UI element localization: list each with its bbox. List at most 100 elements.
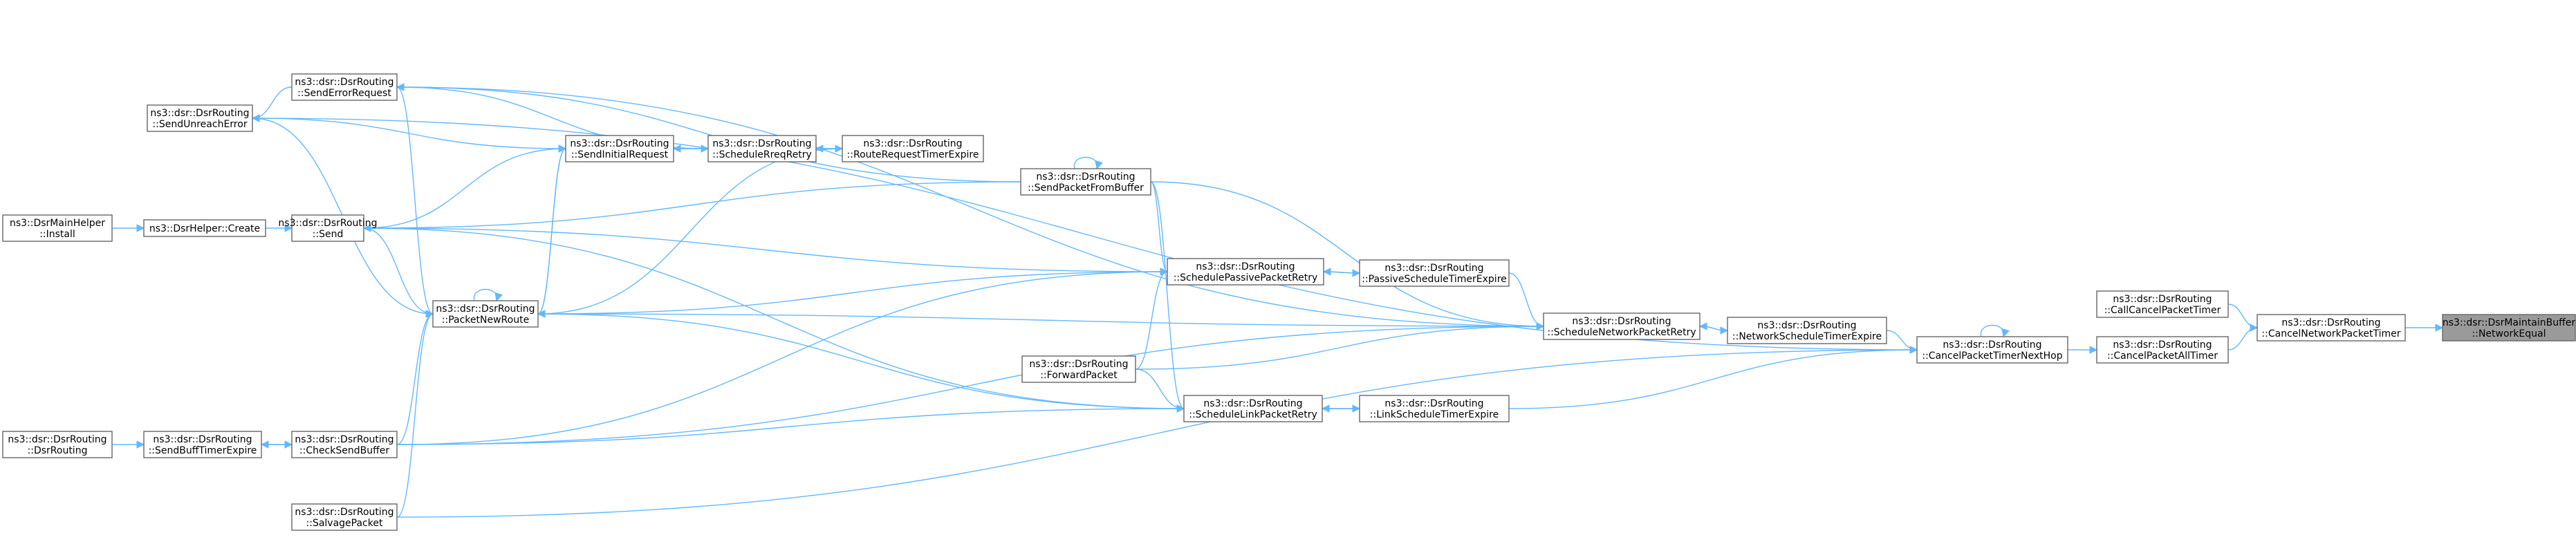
edge-send-to-sendinit xyxy=(363,144,567,229)
node-sendfrombuf[interactable]: ns3::dsr::DsrRouting::SendPacketFromBuff… xyxy=(1020,168,1151,196)
node-ctor[interactable]: ns3::dsr::DsrRouting::DsrRouting xyxy=(2,431,113,458)
node-label-line: ns3::dsr::DsrRouting xyxy=(295,507,393,518)
node-netsched[interactable]: ns3::dsr::DsrRouting::NetworkScheduleTim… xyxy=(1727,317,1887,344)
node-senderr[interactable]: ns3::dsr::DsrRouting::SendErrorRequest xyxy=(291,73,398,101)
edge-line xyxy=(396,326,1544,445)
node-linksched[interactable]: ns3::dsr::DsrRouting::LinkScheduleTimerE… xyxy=(1359,395,1510,422)
edge-line xyxy=(396,349,1918,518)
node-cancelall[interactable]: ns3::dsr::DsrRouting::CancelPacketAllTim… xyxy=(2096,336,2229,364)
node-box xyxy=(2257,314,2406,342)
edge-sendfrombuf-to-senderr xyxy=(396,83,1021,183)
edge-line xyxy=(1150,181,1544,327)
node-label-line: ns3::DsrHelper::Create xyxy=(149,223,260,234)
node-box xyxy=(143,219,266,237)
edge-packetnew-to-packetnew xyxy=(473,288,503,302)
edge-passivesched-to-schedpassive xyxy=(1322,268,1360,276)
edge-line xyxy=(396,86,1544,327)
node-schedlink[interactable]: ns3::dsr::DsrRouting::ScheduleLinkPacket… xyxy=(1183,395,1323,422)
node-label-line: ::ScheduleLinkPacketRetry xyxy=(1189,409,1317,420)
arrowhead xyxy=(1909,346,1918,354)
node-label-line: ::ForwardPacket xyxy=(1040,370,1118,381)
edge-passivesched-to-schednet xyxy=(1508,272,1545,330)
edges-layer xyxy=(112,83,2444,518)
node-box xyxy=(707,135,817,162)
node-label-line: ::SalvagePacket xyxy=(306,518,383,529)
edge-line xyxy=(537,271,1168,315)
node-schedrreq[interactable]: ns3::dsr::DsrRouting::ScheduleRreqRetry xyxy=(707,135,817,162)
node-label-line: ns3::dsr::DsrRouting xyxy=(2113,339,2212,351)
edge-packetnew-to-schednet xyxy=(537,313,1545,330)
node-label-line: ns3::dsr::DsrRouting xyxy=(436,303,535,315)
node-label-line: ::CancelPacketTimerNextHop xyxy=(1922,351,2062,362)
node-label-line: ::Install xyxy=(39,229,75,240)
node-box xyxy=(1359,259,1510,287)
edge-line xyxy=(363,148,566,229)
arrowhead xyxy=(1095,160,1103,170)
node-label-line: ::SendInitialRequest xyxy=(571,149,669,160)
node-label-line: ns3::dsr::DsrRouting xyxy=(2281,317,2380,328)
edge-checksend-to-sendbuff xyxy=(260,440,292,449)
edge-line xyxy=(473,288,498,301)
arrowhead xyxy=(701,144,710,153)
node-helpercreate[interactable]: ns3::DsrHelper::Create xyxy=(143,219,266,237)
node-label-line: ::NetworkEqual xyxy=(2472,328,2546,339)
edge-checksend-to-schednet xyxy=(396,322,1545,445)
node-passivesched[interactable]: ns3::dsr::DsrRouting::PassiveScheduleTim… xyxy=(1359,259,1510,287)
node-cancelnetwork[interactable]: ns3::dsr::DsrRouting::CancelNetworkPacke… xyxy=(2257,314,2406,342)
arrowhead xyxy=(558,144,567,153)
node-send[interactable]: ns3::dsr::DsrRouting::Send xyxy=(278,214,378,242)
node-sendinit[interactable]: ns3::dsr::DsrRouting::SendInitialRequest xyxy=(565,135,674,162)
node-label-line: ns3::DsrMainHelper xyxy=(10,218,105,229)
node-cancelnexthop[interactable]: ns3::dsr::DsrRouting::CancelPacketTimerN… xyxy=(1916,336,2068,364)
edge-line xyxy=(2227,303,2258,328)
node-box xyxy=(432,300,539,328)
edge-cancelall-to-cancelnetwork xyxy=(2227,324,2259,351)
arrowhead xyxy=(2250,324,2259,332)
edge-line xyxy=(1980,324,2005,337)
node-label-line: ::CallCancelPacketTimer xyxy=(2104,305,2221,316)
node-label-line: ns3::dsr::DsrMaintainBuffer xyxy=(2443,317,2575,328)
edge-ctor-to-sendbuff xyxy=(112,440,145,449)
edge-line xyxy=(363,181,1021,229)
edge-routereq-to-packetnew xyxy=(537,148,843,318)
node-sendbuff[interactable]: ns3::dsr::DsrRouting::SendBuffTimerExpir… xyxy=(143,431,262,458)
arrowhead xyxy=(2089,346,2098,354)
node-box xyxy=(1543,312,1701,340)
node-schednet[interactable]: ns3::dsr::DsrRouting::ScheduleNetworkPac… xyxy=(1543,312,1701,340)
arrowhead xyxy=(284,224,293,232)
node-label-line: ns3::dsr::DsrRouting xyxy=(1943,339,2041,351)
edge-linksched-to-cancelnexthop xyxy=(1508,346,1918,409)
edge-senderr-to-schednet xyxy=(396,86,1545,330)
edge-line xyxy=(1886,330,1918,351)
node-schedpassive[interactable]: ns3::dsr::DsrRouting::SchedulePassivePac… xyxy=(1167,258,1324,286)
edge-packetnew-to-schedpassive xyxy=(537,268,1169,315)
node-label-line: ns3::dsr::DsrRouting xyxy=(1757,320,1856,331)
arrowhead xyxy=(2001,328,2010,338)
node-packetnew[interactable]: ns3::dsr::DsrRouting::PacketNewRoute xyxy=(432,300,539,328)
node-box xyxy=(291,73,398,101)
edge-cancelnexthop-to-cancelnexthop xyxy=(1980,324,2010,338)
node-label-line: ::SendUnreachError xyxy=(152,119,247,130)
node-forward[interactable]: ns3::dsr::DsrRouting::ForwardPacket xyxy=(1021,355,1136,383)
node-label-line: ns3::dsr::DsrRouting xyxy=(570,138,669,149)
node-callcancel[interactable]: ns3::dsr::DsrRouting::CallCancelPacketTi… xyxy=(2096,290,2229,318)
node-label-line: ::Send xyxy=(313,229,344,240)
node-box xyxy=(1020,168,1151,196)
node-box xyxy=(1916,336,2068,364)
node-maininstall[interactable]: ns3::DsrMainHelper::Install xyxy=(2,214,113,242)
node-netequal[interactable]: ns3::dsr::DsrMaintainBuffer::NetworkEqua… xyxy=(2442,314,2576,342)
node-checksend[interactable]: ns3::dsr::DsrRouting::CheckSendBuffer xyxy=(291,431,398,458)
node-routereq[interactable]: ns3::dsr::DsrRouting::RouteRequestTimerE… xyxy=(842,135,984,162)
edge-line xyxy=(537,313,1544,327)
node-box xyxy=(1021,355,1136,383)
edge-line xyxy=(1508,349,1918,409)
arrowhead xyxy=(494,292,503,302)
node-sendunreach[interactable]: ns3::dsr::DsrRouting::SendUnreachError xyxy=(147,104,253,132)
node-box xyxy=(842,135,984,162)
edge-packetnew-to-sendunreach xyxy=(251,114,434,315)
node-label-line: ::NetworkScheduleTimerExpire xyxy=(1732,331,1882,342)
arrowhead xyxy=(1536,322,1545,330)
node-box xyxy=(2,431,113,458)
node-salvage[interactable]: ns3::dsr::DsrRouting::SalvagePacket xyxy=(291,503,398,531)
edge-checksend-to-packetnew xyxy=(396,310,434,445)
